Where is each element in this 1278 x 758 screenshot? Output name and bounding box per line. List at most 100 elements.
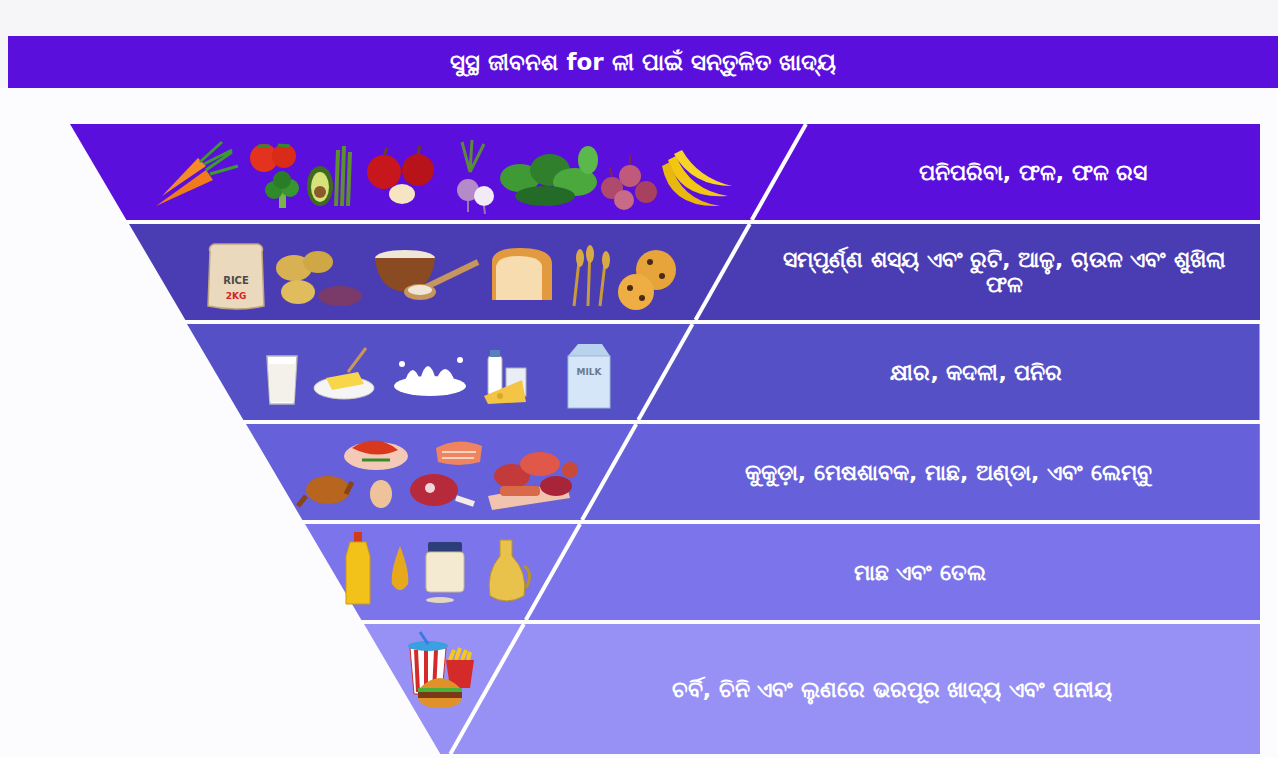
icon-shape xyxy=(520,452,560,476)
title-bar: ସୁସ୍ଥ ଜୀବନଶ for ଳୀ ପାଇଁ ସନ୍ତୁଳିତ ଖାଦ୍ୟ xyxy=(8,36,1278,88)
icon-shape xyxy=(515,186,575,206)
icon-shape xyxy=(418,692,462,698)
icon-shape xyxy=(326,372,364,390)
cookie-icon xyxy=(618,250,676,310)
icon-shape xyxy=(442,452,476,458)
icon-shape xyxy=(492,248,552,300)
icon-shape xyxy=(524,566,530,588)
carrot-icon xyxy=(156,142,238,206)
band-fill xyxy=(364,624,1260,754)
band-divider xyxy=(695,224,749,320)
package-label: 2KG xyxy=(226,291,247,301)
icon-shape xyxy=(468,201,485,214)
band-fill xyxy=(305,524,1260,620)
band-fill xyxy=(246,424,1260,520)
icon-shape xyxy=(348,348,366,372)
icon-shape xyxy=(420,678,460,688)
icon-shape xyxy=(450,648,470,660)
icon-shape xyxy=(346,542,370,604)
icon-shape xyxy=(314,186,326,198)
band-fill xyxy=(129,224,1260,320)
rice-bag-icon xyxy=(208,244,264,309)
icon-shape xyxy=(639,295,645,301)
band-divider xyxy=(582,424,636,520)
apple-icon xyxy=(367,146,434,204)
icon-shape xyxy=(418,698,462,708)
icon-shape xyxy=(496,256,542,300)
icon-shape xyxy=(576,249,584,267)
icon-shape xyxy=(610,156,630,177)
icon-shape xyxy=(586,245,594,263)
icon-shape xyxy=(272,144,296,168)
icon-shape xyxy=(307,166,333,206)
icon-shape xyxy=(426,552,464,592)
icon-shape xyxy=(436,441,482,465)
icon-shape xyxy=(540,476,572,496)
band-text-area: କ୍ଷୀର, କଦଳୀ, ପନିର xyxy=(707,324,1246,420)
icon-shape xyxy=(336,146,350,206)
band-text-area: ଚର୍ବି, ଚିନି ଏବଂ ଲୁଣରେ ଭରପୂର ଖାଦ୍ୟ ଏବଂ ପା… xyxy=(537,624,1246,754)
band-label: ମାଛ ଏବଂ ତେଲ xyxy=(854,560,986,585)
icon-shape xyxy=(562,462,578,478)
tomato-icon xyxy=(250,144,296,172)
band-label: ସମ୍ପୂର୍ଣ୍ଣ ଶସ୍ୟ ଏବଂ ରୁଟି, ଆଳୁ, ଚାଉଳ ଏବଂ … xyxy=(763,247,1246,297)
icon-shape xyxy=(635,181,657,203)
icon-shape xyxy=(474,186,494,206)
title-text: ସୁସ୍ଥ ଜୀବନଶ for ଳୀ ପାଇଁ ସନ୍ତୁଳିତ ଖାଦ୍ୟ xyxy=(450,49,835,76)
icon-shape xyxy=(420,632,428,644)
band-text-area: ମାଛ ଏବଂ ତେଲ xyxy=(594,524,1246,620)
icon-shape xyxy=(490,350,500,357)
jar-icon xyxy=(426,542,464,603)
icon-shape xyxy=(428,542,462,552)
icon-shape xyxy=(281,280,315,304)
icon-shape xyxy=(618,274,654,310)
potato-icon xyxy=(276,251,362,306)
icon-shape xyxy=(318,286,362,306)
icon-shape xyxy=(200,142,238,174)
icon-shape xyxy=(370,480,392,508)
icon-shape xyxy=(162,158,206,196)
egg-icon xyxy=(370,480,392,508)
milk-splash-icon xyxy=(394,357,466,396)
icon-shape xyxy=(404,366,456,384)
lobster-plate-icon xyxy=(344,440,408,470)
ham-icon xyxy=(410,474,474,506)
pyramid-band: କୁକୁଡ଼ା, ମେଷଶାବକ, ମାଛ, ଅଣ୍ଡା, ଏବଂ ଲେମ୍ବୁ xyxy=(246,424,1260,520)
icon-shape xyxy=(602,251,610,269)
icon-shape xyxy=(399,361,405,367)
icon-shape xyxy=(457,357,463,363)
wheat-icon xyxy=(574,245,610,306)
band-text-area: ପନିପରିବା, ଫଳ, ଫଳ ରସ xyxy=(820,124,1246,220)
icon-shape xyxy=(408,285,432,295)
band-divider xyxy=(639,324,693,420)
meat-platter-icon xyxy=(488,452,578,510)
banana-icon xyxy=(662,150,732,206)
icon-shape xyxy=(568,344,610,356)
fast-food-icon xyxy=(408,632,474,708)
icon-shape xyxy=(298,482,352,506)
icon-shape xyxy=(484,380,526,404)
icon-shape xyxy=(456,498,474,504)
icon-shape xyxy=(303,251,333,273)
band-fill xyxy=(187,324,1260,420)
icon-shape xyxy=(674,150,732,186)
icon-shape xyxy=(425,483,435,493)
band-label: ପନିପରିବା, ଫଳ, ଫଳ ରସ xyxy=(919,160,1148,185)
icon-shape xyxy=(426,597,454,603)
roast-chicken-icon xyxy=(298,476,352,506)
icon-shape xyxy=(659,273,665,279)
icon-shape xyxy=(619,165,641,187)
icon-shape xyxy=(418,688,462,692)
greens-icon xyxy=(500,146,598,206)
icon-shape xyxy=(367,155,401,189)
band-label: ଚର୍ବି, ଚିନି ଏବଂ ଲୁଣରେ ଭରପୂର ଖାଦ୍ୟ ଏବଂ ପା… xyxy=(672,677,1112,702)
icon-shape xyxy=(268,364,296,402)
icon-shape xyxy=(354,532,362,542)
icon-shape xyxy=(389,184,415,204)
icon-shape xyxy=(392,546,409,590)
onion-icon xyxy=(601,156,657,210)
broccoli-icon xyxy=(265,171,299,208)
avocado-icon xyxy=(307,166,333,206)
